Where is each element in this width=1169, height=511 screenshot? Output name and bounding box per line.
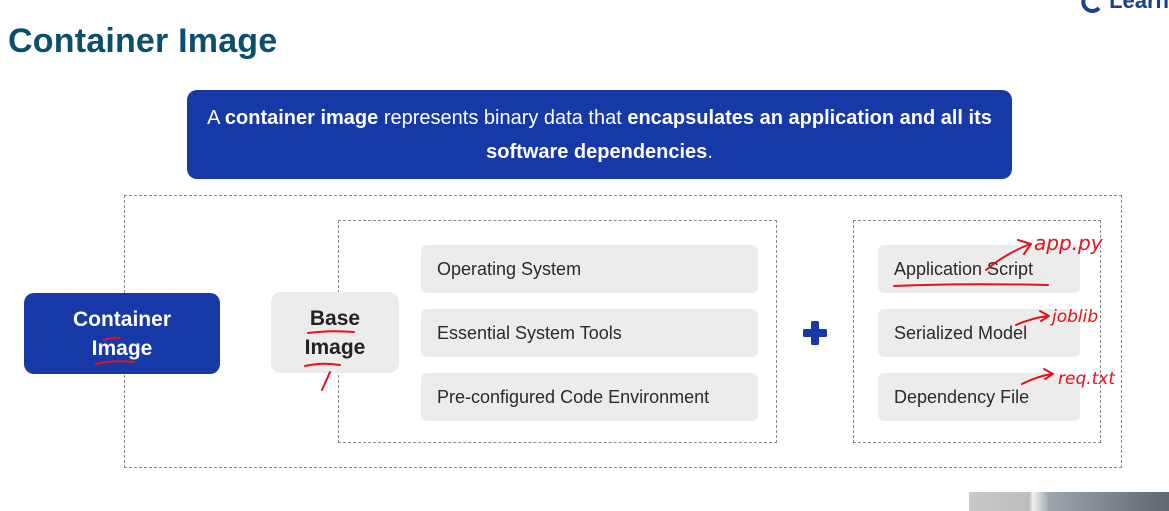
definition-run: encapsulates an application and all its … bbox=[486, 106, 992, 163]
base-image-block: Base Image bbox=[271, 292, 399, 373]
container-image-line2: Image bbox=[91, 336, 153, 360]
component-label: Essential System Tools bbox=[437, 322, 622, 343]
container-image-block: Container Image bbox=[24, 293, 220, 374]
presenter-thumbnail bbox=[969, 492, 1169, 511]
component-label: Operating System bbox=[437, 258, 582, 279]
plus-icon bbox=[803, 321, 827, 345]
definition-run: A bbox=[207, 106, 225, 129]
definition-banner: A container image represents binary data… bbox=[187, 90, 1012, 179]
definition-run: container image bbox=[224, 106, 379, 129]
component-label: Serialized Model bbox=[894, 322, 1028, 343]
definition-run: . bbox=[707, 140, 713, 163]
component-dependency-file: Dependency File bbox=[878, 373, 1080, 421]
logo-mark-icon bbox=[1081, 0, 1101, 13]
brand-logo: Learn bbox=[1079, 0, 1169, 14]
component-serialized-model: Serialized Model bbox=[878, 309, 1080, 357]
component-application-script: Application Script bbox=[878, 245, 1080, 293]
definition-run: represents binary data that bbox=[378, 106, 628, 129]
component-label: Dependency File bbox=[894, 386, 1030, 407]
container-image-line1: Container bbox=[72, 307, 171, 331]
definition-text: A container image represents binary data… bbox=[207, 101, 992, 169]
base-image-line1: Base bbox=[309, 306, 361, 330]
application-frame bbox=[853, 220, 1101, 443]
component-essential-system-tools: Essential System Tools bbox=[421, 309, 758, 357]
component-code-environment: Pre-configured Code Environment bbox=[421, 373, 758, 421]
component-label: Pre-configured Code Environment bbox=[437, 386, 710, 407]
base-image-line2: Image bbox=[304, 335, 366, 359]
component-label: Application Script bbox=[894, 258, 1034, 279]
slide-title: Container Image bbox=[8, 22, 278, 60]
component-operating-system: Operating System bbox=[421, 245, 758, 293]
logo-text: Learn bbox=[1109, 0, 1169, 13]
